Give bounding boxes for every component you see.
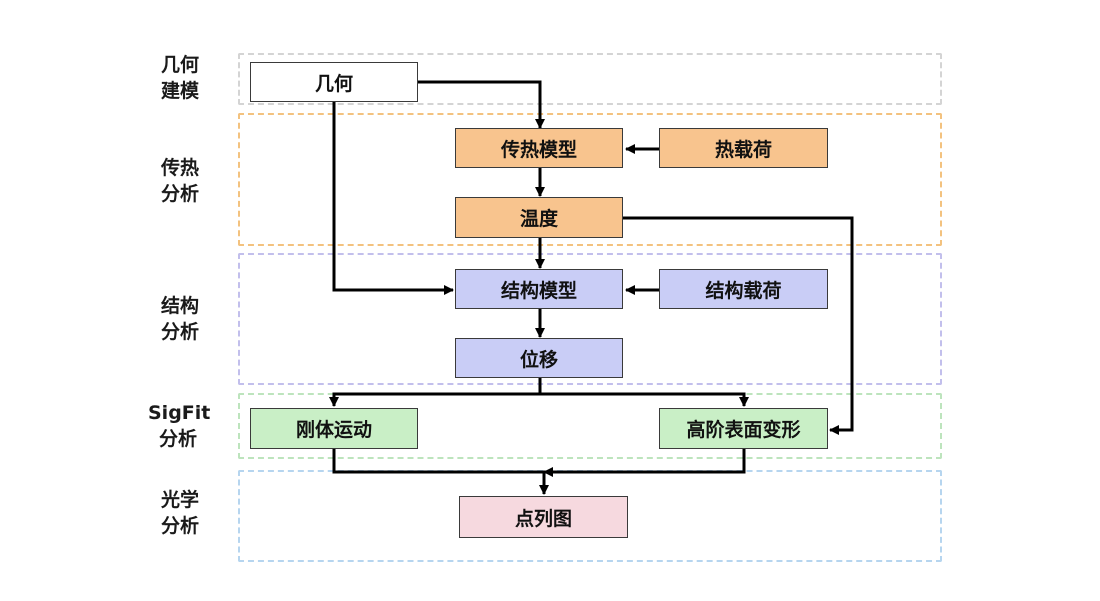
lane-label-structural: 结构 分析: [150, 293, 210, 345]
lane-label-sigfit: SigFit 分析: [148, 400, 211, 452]
lane-band-structural: [238, 253, 942, 385]
lane-band-geometry: [238, 53, 942, 105]
lane-label-line: 结构: [160, 295, 199, 317]
node-thermal-load: 热载荷: [659, 128, 828, 168]
lane-label-line: 分析: [160, 321, 199, 343]
arrow-geometry-to-heat-model: [418, 80, 545, 129]
arrow-displacement-to-rigid-body: [329, 378, 542, 407]
lane-label-line: 几何: [160, 54, 199, 76]
lane-label-line: SigFit: [148, 402, 211, 424]
lane-label-line: 光学: [160, 489, 199, 511]
arrow-temperature-to-surface-deformation: [622, 216, 854, 435]
lane-label-line: 分析: [158, 428, 197, 450]
lane-band-thermal: [238, 113, 942, 246]
lane-label-line: 建模: [160, 80, 199, 102]
node-displacement: 位移: [455, 338, 623, 378]
node-high-order-surface-deformation: 高阶表面变形: [659, 408, 828, 449]
lane-label-line: 分析: [160, 183, 199, 205]
node-spot-diagram: 点列图: [459, 496, 628, 538]
lane-label-geometry: 几何 建模: [150, 52, 210, 104]
node-structural-model: 结构模型: [455, 269, 623, 309]
lane-label-thermal: 传热 分析: [150, 155, 210, 207]
arrow-surface-deformation-to-spot-diagram: [543, 449, 746, 477]
lane-label-optical: 光学 分析: [150, 487, 210, 539]
node-heat-transfer-model: 传热模型: [455, 128, 623, 168]
arrow-rigid-body-to-spot-diagram: [332, 449, 549, 495]
node-temperature: 温度: [455, 197, 623, 238]
node-structural-load: 结构载荷: [659, 269, 828, 309]
arrow-displacement-to-surface-deformation: [540, 392, 749, 407]
lane-label-line: 传热: [160, 157, 199, 179]
node-rigid-body-motion: 刚体运动: [250, 408, 418, 449]
arrow-geometry-to-structural-model: [332, 102, 454, 295]
node-geometry: 几何: [250, 62, 418, 102]
lane-label-line: 分析: [160, 515, 199, 537]
